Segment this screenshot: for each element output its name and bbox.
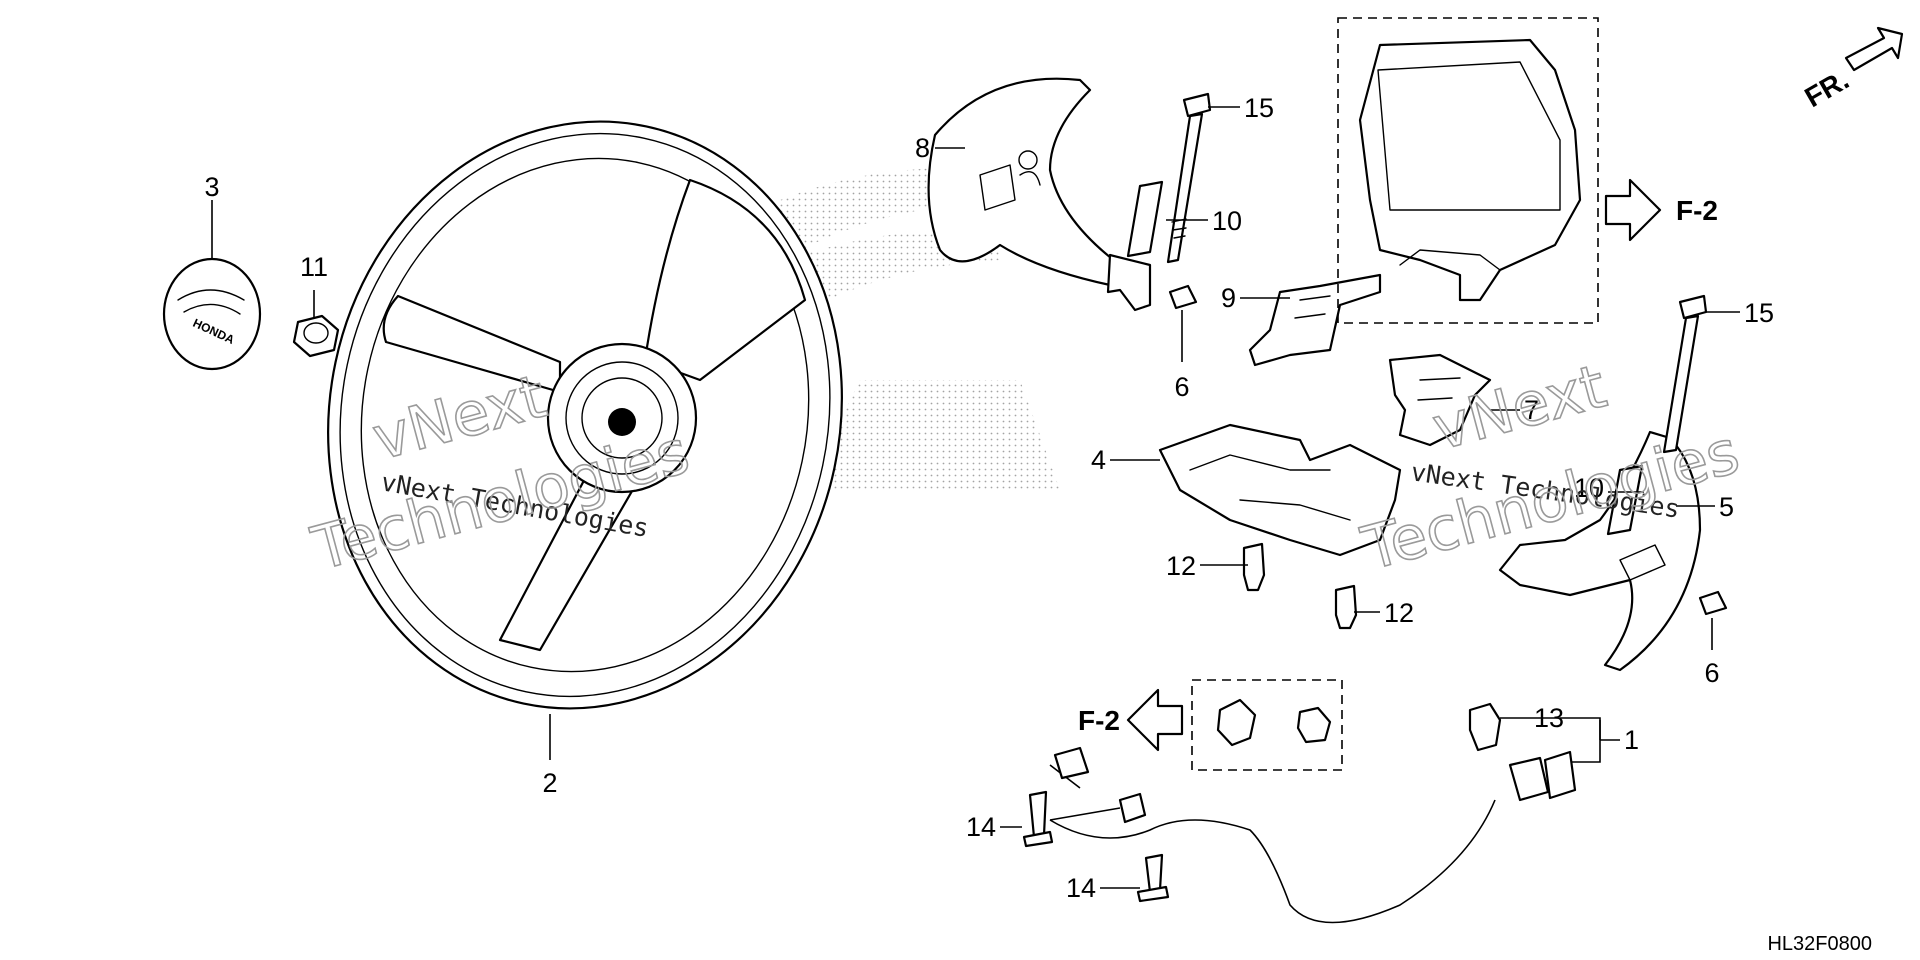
callout-10-lower: 10 [1574,473,1604,503]
callout-14-lower: 14 [1066,873,1096,903]
callout-labels: 3 11 2 8 15 10 6 9 7 4 12 12 5 10 15 6 1… [204,93,1774,903]
wire-harness [1049,746,1577,924]
clip-reference-label: F-2 [1078,705,1120,736]
callout-5: 5 [1719,492,1734,522]
callout-15-lower: 15 [1744,298,1774,328]
push-clip-right [1334,584,1358,630]
callout-10-upper: 10 [1212,206,1242,236]
callout-8: 8 [915,133,930,163]
callout-6-upper: 6 [1174,372,1189,402]
meter-assembly [1337,17,1599,324]
diagram-code: HL32F0800 [1767,933,1872,955]
switch-left [1248,273,1382,367]
clip-group [1191,679,1343,771]
callout-9: 9 [1221,283,1236,313]
callout-11: 11 [300,252,328,282]
right-switch-cover [1498,430,1702,672]
switch-right [1388,353,1492,447]
reference-arrow-right [1604,178,1662,242]
collar-lower [1606,464,1644,536]
meter-reference: F-2 [1604,178,1718,242]
collar-upper [1126,180,1164,258]
steering-wheel [327,120,843,710]
leader-lines [211,106,1740,889]
reference-arrow-left [1126,688,1184,752]
collar-small-lower [1698,590,1728,616]
switch-bracket [1106,253,1152,312]
bolt-lower [1662,294,1708,454]
callout-4: 4 [1091,445,1106,475]
meter-reference-label: F-2 [1676,195,1718,226]
clip-reference: F-2 [1078,688,1184,752]
left-switch-cover [927,77,1122,287]
callout-2: 2 [542,768,557,798]
horn-emblem: HONDA [162,257,262,371]
screw-lower [1136,853,1170,903]
callout-15-upper: 15 [1244,93,1274,123]
front-direction-label: FR. [1800,64,1855,113]
front-direction-indicator: FR. [1800,26,1904,113]
callout-13: 13 [1534,703,1564,733]
callout-6-lower: 6 [1704,658,1719,688]
nut [292,314,340,358]
callout-14-upper: 14 [966,812,996,842]
callout-7: 7 [1524,395,1539,425]
meter-dashed-box [1337,17,1599,324]
callout-1: 1 [1624,725,1639,755]
push-clip-left [1242,542,1266,592]
callout-3: 3 [204,172,219,202]
front-arrow-icon [1844,26,1904,72]
switch-base-plate [1158,423,1402,557]
callout-12-left: 12 [1166,551,1196,581]
bolt-upper [1166,92,1212,264]
screw-upper [1022,790,1054,848]
harness-clip [1468,702,1502,752]
callout-12-right: 12 [1384,598,1414,628]
collar-small-upper [1168,284,1198,310]
clip-dashed-box [1191,679,1343,771]
